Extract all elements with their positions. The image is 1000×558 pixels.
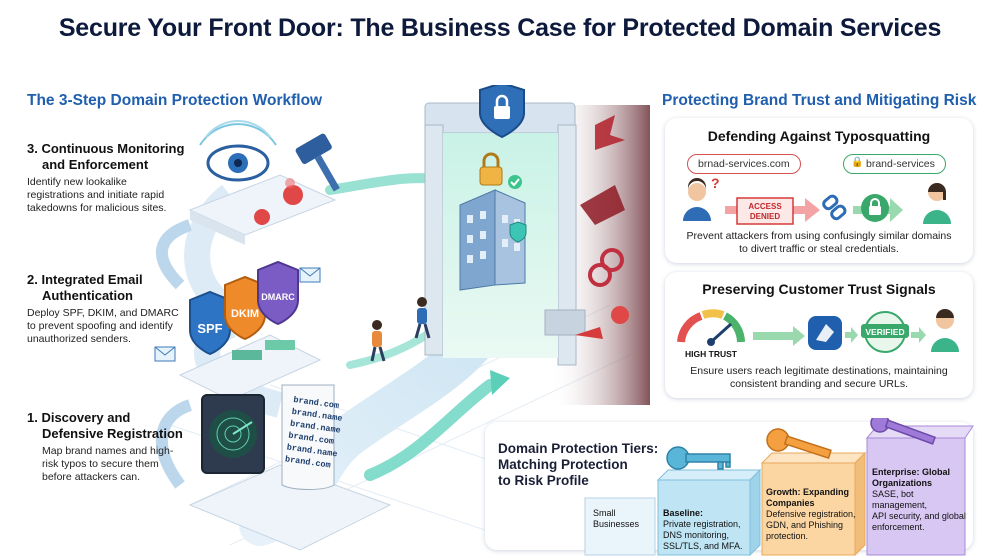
svg-text:VERIFIED: VERIFIED xyxy=(865,327,904,337)
tier-enterprise: Enterprise: Global Organizations SASE, b… xyxy=(872,467,970,533)
step-2-desc: to prevent spoofing and identify xyxy=(27,320,173,332)
typosquatting-title: Defending Against Typosquatting xyxy=(707,128,931,144)
discovery-platform: brand.com brand.name brand.name brand.co… xyxy=(188,384,392,551)
fake-domain-pill: brnad-services.com xyxy=(687,154,801,174)
envelope-icon xyxy=(154,267,321,362)
person-icon xyxy=(370,297,431,362)
step-3-desc: takedowns for malicious sites. xyxy=(27,202,167,214)
svg-text:ACCESS: ACCESS xyxy=(748,202,782,211)
trust-signals-title: Preserving Customer Trust Signals xyxy=(702,281,936,297)
step-3-desc: registrations and initiate rapid xyxy=(27,189,165,201)
tier-desc: enforcement. xyxy=(872,522,925,532)
shield-dmarc-icon: DMARC xyxy=(257,260,299,326)
app-icon xyxy=(808,316,842,350)
tiers-heading: Domain Protection Tiers: Matching Protec… xyxy=(498,441,663,489)
step-1: 1. Discovery and Defensive Registration … xyxy=(27,410,197,484)
brand-trust-heading: Protecting Brand Trust and Mitigating Ri… xyxy=(662,92,977,109)
svg-text:?: ? xyxy=(711,176,720,191)
typosquatting-card: Defending Against Typosquatting brnad-se… xyxy=(665,118,973,263)
tier-desc: SASE, bot management, xyxy=(872,489,928,510)
tier-small-business: Small Businesses xyxy=(593,508,661,530)
svg-text:DMARC: DMARC xyxy=(261,292,295,302)
gauge-icon: HIGH TRUST xyxy=(677,309,745,359)
step-3-desc: Identify new lookalike xyxy=(27,176,127,188)
domain-scroll: brand.com brand.name brand.name brand.co… xyxy=(281,384,343,490)
svg-text:DENIED: DENIED xyxy=(750,212,780,221)
trust-desc-line: consistent branding and secure URLs. xyxy=(729,378,909,390)
verified-badge-icon xyxy=(861,194,889,222)
step-2-title-2: Authentication xyxy=(42,288,133,303)
broken-chain-icon xyxy=(575,115,629,339)
workflow-illustration: SPF DKIM DMARC xyxy=(154,85,650,551)
broken-chain-icon xyxy=(822,194,847,221)
tier-name: Baseline: xyxy=(663,508,704,518)
step-2: 2. Integrated Email Authentication Deplo… xyxy=(27,272,202,346)
typosquatting-illustration: ? ACCESS DENIED xyxy=(683,176,951,225)
step-1-title: 1. Discovery and xyxy=(27,410,131,425)
step-3-title-2: and Enforcement xyxy=(42,157,149,172)
tier-desc: DNS monitoring, xyxy=(663,530,730,540)
step-2-desc: Deploy SPF, DKIM, and DMARC xyxy=(27,307,179,319)
step-1-desc: risk typos to secure them xyxy=(42,458,159,470)
tier-desc: GDN, and Phishing xyxy=(766,520,844,530)
tiers-heading-line: Domain Protection Tiers: xyxy=(498,441,659,456)
tiers-heading-line: Matching Protection xyxy=(498,457,628,472)
step-2-title: 2. Integrated Email xyxy=(27,272,143,287)
step-3-title: 3. Continuous Monitoring xyxy=(27,141,185,156)
tier-name: Growth: Expanding xyxy=(766,487,849,497)
svg-text:SPF: SPF xyxy=(197,321,222,336)
verified-badge-icon: VERIFIED xyxy=(861,311,909,353)
step-2-desc: unauthorized senders. xyxy=(27,333,131,345)
shield-spf-icon: SPF xyxy=(189,290,231,356)
tier-name: Enterprise: Global xyxy=(872,467,951,477)
trust-desc-line: Ensure users reach legitimate destinatio… xyxy=(690,365,948,377)
trust-signals-card: Preserving Customer Trust Signals HIGH T… xyxy=(665,272,973,398)
real-domain-text: brand-services xyxy=(866,158,935,170)
building-icon xyxy=(459,152,527,291)
step-1-desc: Map brand names and high- xyxy=(42,445,174,457)
typosquatting-desc: Prevent attackers from using confusingly… xyxy=(665,230,973,256)
tiers-staircase xyxy=(584,418,974,557)
tiers-heading-line: to Risk Profile xyxy=(498,473,589,488)
svg-text:HIGH TRUST: HIGH TRUST xyxy=(685,349,738,359)
gavel-icon xyxy=(295,133,340,192)
typosquatting-desc-line: Prevent attackers from using confusingly… xyxy=(686,230,952,242)
tier-name: Organizations xyxy=(872,478,933,488)
tier-desc: API security, and global xyxy=(872,511,966,521)
real-domain-pill: 🔒 brand-services xyxy=(843,154,946,174)
lock-icon: 🔒 xyxy=(851,157,864,168)
tier-baseline: Baseline: Private registration, DNS moni… xyxy=(663,508,753,552)
tier-name: Companies xyxy=(766,498,815,508)
tier-name: Small xyxy=(593,508,616,518)
step-1-title-2: Defensive Registration xyxy=(42,426,183,441)
happy-person-icon xyxy=(923,183,951,224)
tier-desc: SSL/TLS, and MFA. xyxy=(663,541,743,551)
trust-illustration: HIGH TRUST VERIFIED xyxy=(677,309,959,359)
page-title: Secure Your Front Door: The Business Cas… xyxy=(58,14,942,42)
eye-icon xyxy=(199,120,277,182)
shield-lock-icon xyxy=(479,85,525,139)
step-3: 3. Continuous Monitoring and Enforcement… xyxy=(27,141,197,215)
confused-person-icon: ? xyxy=(683,176,720,221)
virus-icon xyxy=(254,178,303,225)
radar-icon xyxy=(201,394,265,474)
tier-name: Businesses xyxy=(593,519,640,529)
trust-signals-desc: Ensure users reach legitimate destinatio… xyxy=(665,365,973,391)
key-icon xyxy=(666,418,936,470)
monitoring-platform xyxy=(188,120,340,245)
tier-desc: protection. xyxy=(766,531,809,541)
tier-growth: Growth: Expanding Companies Defensive re… xyxy=(766,487,856,542)
tier-desc: Defensive registration, xyxy=(766,509,856,519)
step-1-desc: before attackers can. xyxy=(42,471,141,483)
person-icon xyxy=(931,309,959,352)
workflow-heading: The 3-Step Domain Protection Workflow xyxy=(27,92,323,109)
tier-desc: Private registration, xyxy=(663,519,741,529)
email-auth-platform: SPF DKIM DMARC xyxy=(154,260,322,401)
typosquatting-desc-line: to divert traffic or steal credentials. xyxy=(739,243,899,255)
shield-dkim-icon: DKIM xyxy=(224,275,266,341)
svg-text:DKIM: DKIM xyxy=(231,308,259,320)
